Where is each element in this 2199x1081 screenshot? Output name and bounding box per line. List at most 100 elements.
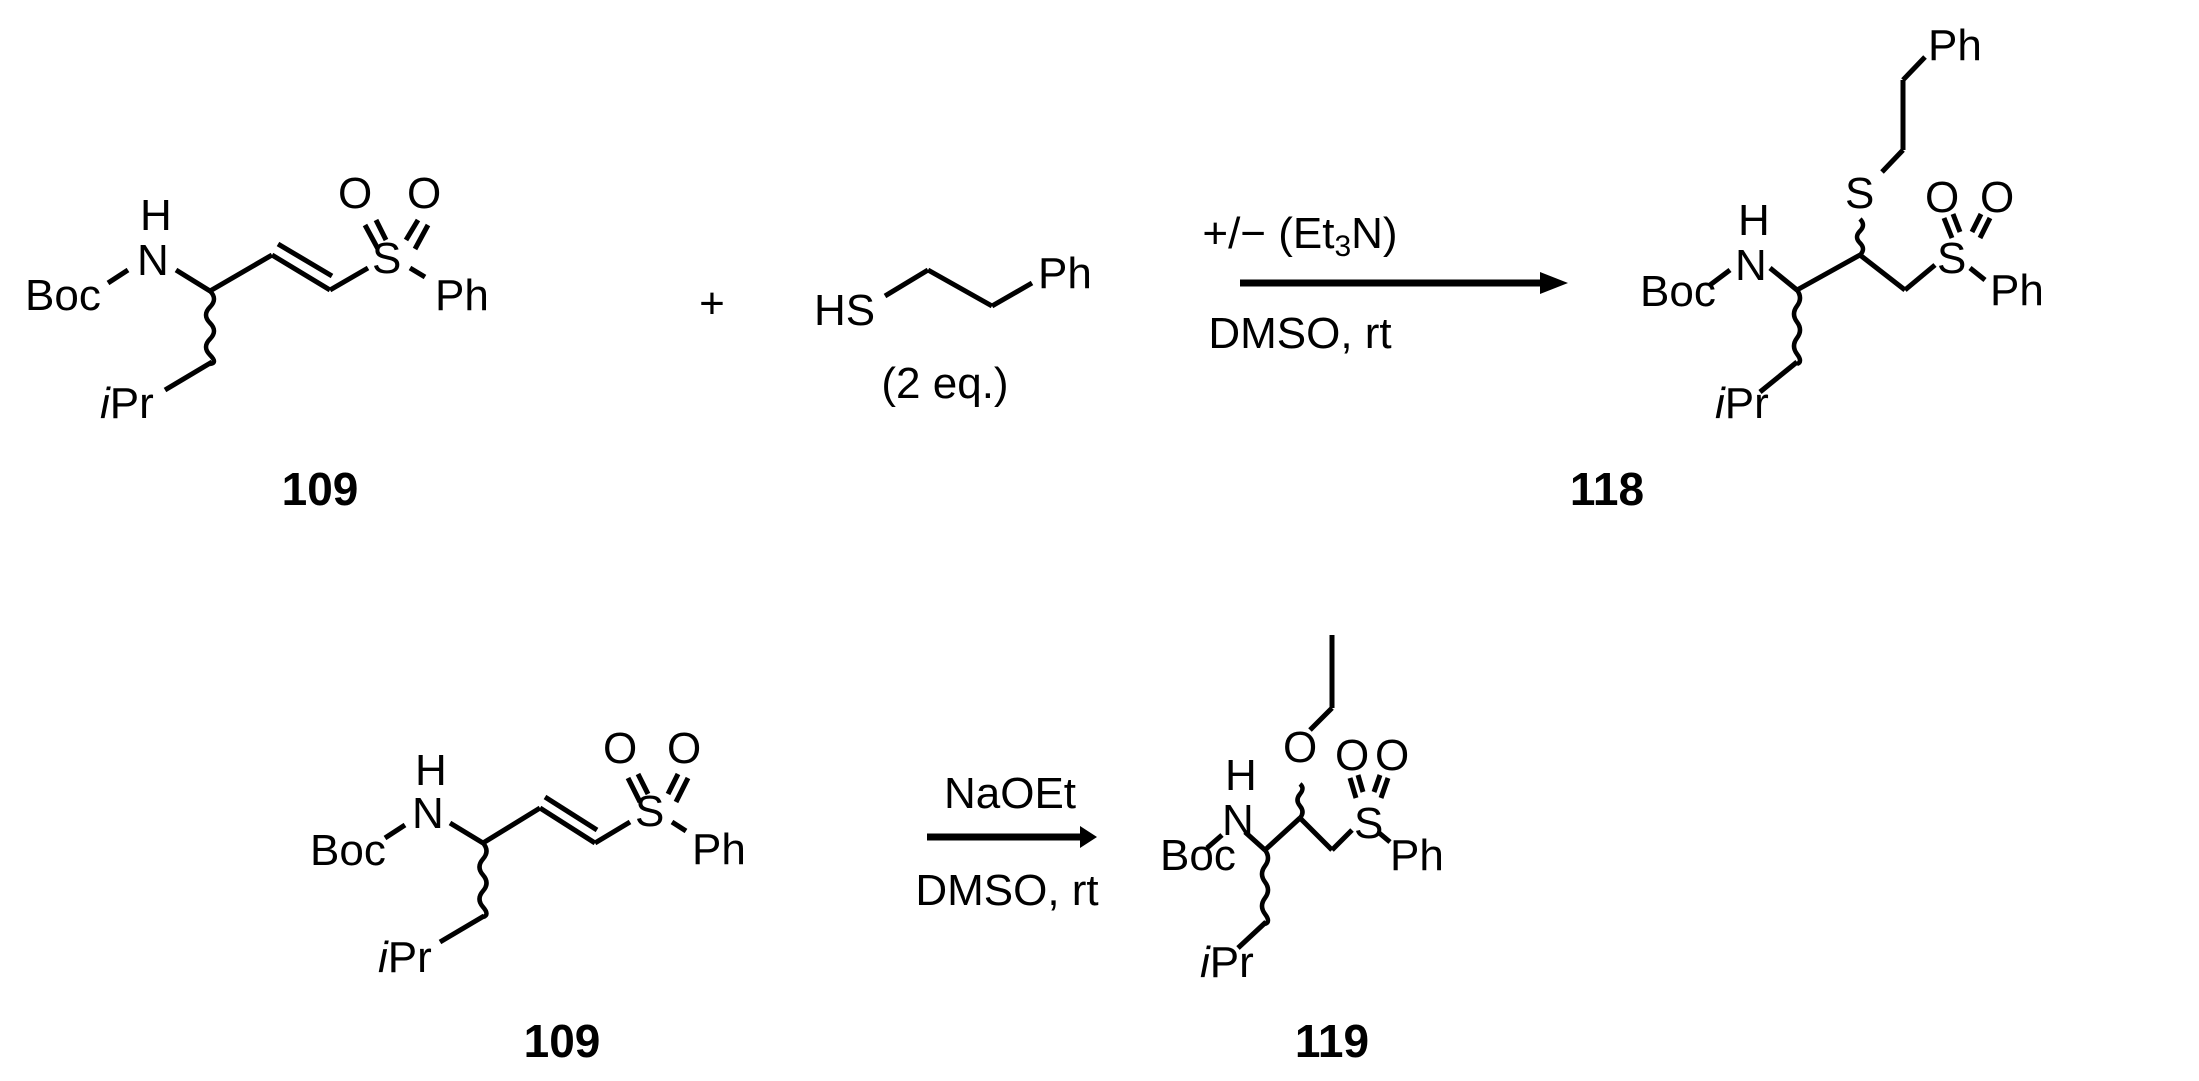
compound-109-top: Boc N H S O O Ph iPr 109 [25,169,489,515]
so-double-bond [403,218,421,242]
boc-label: Boc [1160,831,1236,880]
bond [1308,706,1334,732]
o-label: O [1980,173,2014,222]
bond [163,359,214,393]
bond [1968,266,1987,282]
o-label: O [1375,731,1409,780]
hs-label: HS [814,286,875,335]
bond [1768,266,1799,292]
s-thioether-label: S [1845,169,1874,218]
so-double-bond [1977,216,1993,240]
ph-label: Ph [1928,21,1982,70]
double-bond [538,805,597,846]
so-double-bond [1378,777,1391,799]
h-label: H [140,191,172,240]
reaction-arrow-2: NaOEt DMSO, rt [915,769,1098,915]
bond [1243,830,1267,852]
so-double-bond [1941,217,1955,239]
wavy-bond [1259,848,1271,927]
conditions-below: DMSO, rt [915,866,1098,915]
compound-109-bottom: Boc N H S O O Ph iPr 109 [310,724,746,1067]
h-label: H [415,746,447,795]
so-double-bond [665,772,681,796]
bond [1901,55,1927,82]
bond [593,819,632,846]
bond [408,265,427,280]
so-double-bond [1347,777,1359,799]
so-double-bond-inner [412,223,431,251]
ph-label: Ph [692,825,746,874]
compound-number: 118 [1570,463,1644,515]
arrow-head-icon [1540,272,1568,294]
n-label: N [412,789,444,838]
bond [1795,252,1862,293]
bond [328,265,370,293]
so-double-bond-inner [1371,774,1383,793]
wavy-bond [203,289,217,367]
so-double-bond-inner [673,776,691,804]
bond [383,822,407,841]
s-label: S [635,787,664,836]
bond [448,820,485,846]
bond [1880,148,1905,174]
so-double-bond [625,776,643,804]
bond [1298,816,1334,852]
double-bond [270,252,332,293]
ipr-label: iPr [1200,938,1254,987]
so-double-bond-inner [635,772,651,796]
bond [1903,263,1937,292]
compound-119: Boc N H O S O O Ph iPr 119 [1160,635,1444,1067]
equivalents-label: (2 eq.) [881,359,1008,408]
boc-label: Boc [1640,267,1716,316]
s-label: S [1937,234,1966,283]
so-double-bond-inner [1355,774,1366,793]
wavy-bond [1791,288,1803,367]
o-label: O [338,169,372,218]
reagent-thiol: HS Ph (2 eq.) [814,249,1092,408]
bond [1236,920,1268,950]
ipr-label: iPr [378,933,432,982]
compound-118: Boc N H S Ph S O O Ph iPr 118 [1570,21,2044,515]
boc-label: Boc [310,826,386,875]
conditions-above: NaOEt [944,769,1076,818]
bond [1263,816,1302,852]
n-label: N [137,236,169,285]
h-label: H [1738,196,1770,245]
ph-label: Ph [1390,831,1444,880]
wavy-bond [1295,782,1305,820]
wavy-bond [477,841,489,920]
bond [926,267,994,309]
boc-label: Boc [25,271,101,320]
conditions-above: +/− (Et3N) [1202,209,1397,263]
bond [670,819,688,834]
compound-number: 109 [524,1015,601,1067]
bond [1858,253,1907,292]
conditions-below: DMSO, rt [1208,309,1391,358]
bond [1708,268,1732,287]
bond [208,252,274,294]
bond [883,267,930,299]
bond [1330,828,1354,852]
so-double-bond-inner [1950,213,1963,233]
h-label: H [1225,751,1257,800]
n-label: N [1735,241,1767,290]
arrow-head-icon [1080,826,1097,848]
plus-sign: + [699,279,725,328]
ph-label: Ph [1990,266,2044,315]
ph-label: Ph [435,271,489,320]
double-bond-inner [276,241,334,279]
bond [1758,360,1799,394]
ipr-label: iPr [100,379,154,428]
o-label: O [603,724,637,773]
double-bond-inner [543,794,599,833]
bond [438,913,486,945]
compound-number: 109 [282,463,359,515]
compound-number: 119 [1295,1015,1369,1067]
s-label: S [1354,799,1383,848]
so-double-bond-inner [373,218,389,242]
o-label: O [667,724,701,773]
bond [1205,833,1224,850]
bond [1376,830,1392,844]
o-label: O [407,169,441,218]
